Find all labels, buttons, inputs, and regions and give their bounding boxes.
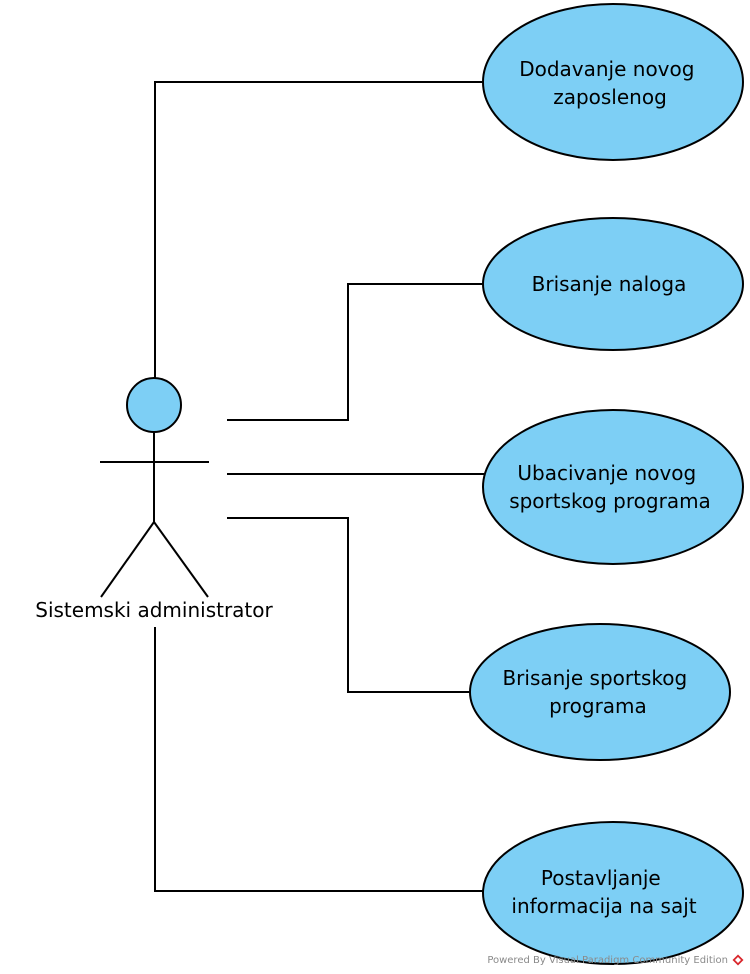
association-line-1 xyxy=(154,81,484,378)
use-case-label-line: Ubacivanje novog xyxy=(517,461,696,485)
connectors xyxy=(154,81,484,892)
association-line-5 xyxy=(154,627,484,892)
use-case-ellipse xyxy=(482,409,744,565)
actor[interactable]: Sistemski administrator xyxy=(35,377,274,622)
use-case-3[interactable]: Ubacivanje novog sportskog programa xyxy=(482,409,744,565)
use-case-label-line: Postavljanje xyxy=(541,866,661,890)
use-case-label-line: informacija na sajt xyxy=(511,894,696,918)
use-case-label-line: programa xyxy=(549,694,647,718)
use-case-4[interactable]: Brisanje sportskog programa xyxy=(469,623,731,761)
powered-by-text: Powered By Visual Paradigm Community Edi… xyxy=(487,954,728,966)
use-case-label-line: Brisanje naloga xyxy=(532,272,687,296)
use-case-label-line: zaposlenog xyxy=(553,85,667,109)
use-case-ellipse xyxy=(482,821,744,965)
actor-right-leg xyxy=(153,521,209,598)
use-case-label-line: Brisanje sportskog xyxy=(502,666,687,690)
use-case-ellipse xyxy=(469,623,731,761)
powered-by-footer: Powered By Visual Paradigm Community Edi… xyxy=(487,954,744,966)
use-case-label-line: sportskog programa xyxy=(509,489,711,513)
svg-text:Brisanje sportskog progr: Brisanje sportskog programa xyxy=(502,666,693,718)
svg-text:Dodavanje novog zaposlen: Dodavanje novog zaposlenog xyxy=(519,57,701,109)
association-line-4 xyxy=(227,517,471,693)
use-case-ellipse xyxy=(482,3,744,161)
use-case-2[interactable]: Brisanje naloga xyxy=(482,217,744,351)
actor-name: Sistemski administrator xyxy=(35,598,273,622)
use-case-5[interactable]: Postavljanje informacija na sajt xyxy=(482,821,744,965)
use-case-ellipse xyxy=(482,217,744,351)
actor-head xyxy=(126,377,182,433)
use-case-label-line: Dodavanje novog xyxy=(519,57,694,81)
svg-text:Brisanje naloga: Brisanje naloga xyxy=(532,272,687,296)
svg-text:Postavljanje informacija: Postavljanje informacija na sajt xyxy=(511,866,696,918)
visual-paradigm-logo-icon xyxy=(732,954,744,966)
association-line-2 xyxy=(227,283,484,421)
svg-text:Ubacivanje novog sportsk: Ubacivanje novog sportskog programa xyxy=(509,461,711,513)
actor-left-leg xyxy=(100,521,155,598)
use-case-1[interactable]: Dodavanje novog zaposlenog xyxy=(482,3,744,161)
